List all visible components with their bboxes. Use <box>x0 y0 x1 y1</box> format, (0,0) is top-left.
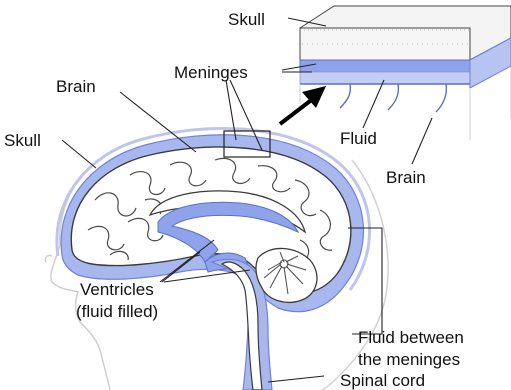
meninges-cross-section <box>300 6 511 140</box>
label-skull-top: Skull <box>228 10 265 29</box>
leader-fluid <box>363 80 384 128</box>
meninges-trabeculae <box>340 84 446 112</box>
fluid-layer <box>300 72 470 84</box>
label-brain-right: Brain <box>386 168 426 187</box>
meninges-layer <box>300 60 470 72</box>
label-fluid: Fluid <box>340 129 377 148</box>
label-skull-left: Skull <box>4 131 41 150</box>
leader-brain-right <box>412 118 432 164</box>
leader-spinal-cord <box>268 376 324 382</box>
label-meninges: Meninges <box>174 63 248 82</box>
skull-layer-front <box>300 28 470 60</box>
label-fluid-between-line1: Fluid between <box>358 328 464 347</box>
label-fluid-between-line2: the meninges <box>358 350 460 369</box>
label-spinal-cord: Spinal cord <box>340 371 425 390</box>
brainstem-and-cord <box>212 248 317 390</box>
leader-skull-left <box>62 140 96 168</box>
nose-outline <box>45 255 52 262</box>
label-ventricles-line2: (fluid filled) <box>76 302 158 321</box>
zoom-arrow <box>280 86 326 124</box>
label-ventricles-line1: Ventricles <box>80 280 154 299</box>
label-brain-left: Brain <box>56 77 96 96</box>
